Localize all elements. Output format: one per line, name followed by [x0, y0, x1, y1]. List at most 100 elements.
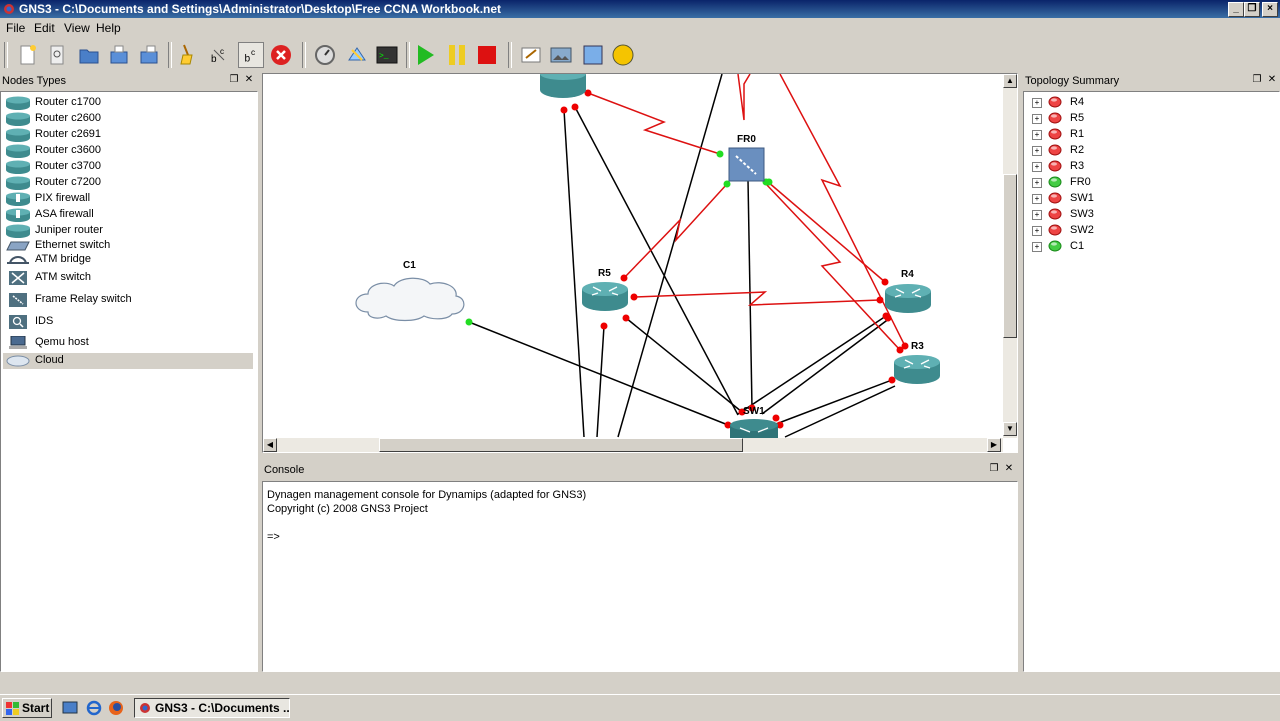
menu-help[interactable]: Help	[96, 21, 121, 35]
expand-plus-icon[interactable]: +	[1032, 226, 1042, 236]
stop-icon[interactable]	[474, 42, 500, 68]
node-type-item[interactable]: ATM bridge	[3, 252, 253, 268]
frame-relay-switch-fr0-icon[interactable]	[728, 147, 765, 182]
draw-ellipse-icon[interactable]	[610, 42, 636, 68]
start-button[interactable]: Start	[2, 698, 52, 718]
topology-node-item[interactable]: +C1	[1032, 239, 1272, 255]
expand-plus-icon[interactable]: +	[1032, 242, 1042, 252]
close-window-button[interactable]: ×	[1262, 2, 1278, 17]
node-type-item[interactable]: Ethernet switch	[3, 238, 253, 254]
menu-edit[interactable]: Edit	[34, 21, 55, 35]
topology-node-item[interactable]: +R4	[1032, 95, 1272, 111]
sw1-label: SW1	[743, 406, 765, 417]
draw-rectangle-icon[interactable]	[580, 42, 606, 68]
save-icon[interactable]	[106, 42, 132, 68]
node-type-item[interactable]: Router c3600	[3, 143, 253, 159]
router-icon	[6, 112, 30, 126]
vertical-scrollbar[interactable]: ▲ ▼	[1003, 74, 1017, 438]
minimize-button[interactable]: _	[1228, 2, 1244, 17]
suspend-pause-icon[interactable]	[444, 42, 470, 68]
close-panel-icon[interactable]: ✕	[1267, 74, 1277, 85]
expand-plus-icon[interactable]: +	[1032, 114, 1042, 124]
node-type-item[interactable]: PIX firewall	[3, 191, 253, 207]
console-title: Console	[264, 464, 305, 476]
firefox-icon[interactable]	[108, 700, 124, 716]
router-r5-icon[interactable]	[582, 282, 628, 311]
node-type-item[interactable]: ASA firewall	[3, 207, 253, 223]
topology-node-item[interactable]: +SW1	[1032, 191, 1272, 207]
open-preview-icon[interactable]	[44, 42, 70, 68]
windows-logo-icon	[6, 702, 19, 715]
node-type-item[interactable]: Cloud	[3, 353, 253, 369]
cloud-c1-icon[interactable]	[355, 277, 465, 322]
restore-button[interactable]: ❐	[1244, 2, 1260, 17]
expand-plus-icon[interactable]: +	[1032, 98, 1042, 108]
design-mode-icon[interactable]	[344, 42, 370, 68]
node-type-item[interactable]: Router c1700	[3, 95, 253, 111]
node-type-item[interactable]: Router c2600	[3, 111, 253, 127]
router-r4-icon[interactable]	[885, 284, 931, 313]
router-r3-icon[interactable]	[894, 355, 940, 384]
open-folder-icon[interactable]	[76, 42, 102, 68]
scroll-right-icon[interactable]: ▶	[987, 438, 1001, 452]
topology-node-item[interactable]: +SW3	[1032, 207, 1272, 223]
new-file-icon[interactable]	[14, 42, 40, 68]
show-interface-names-icon[interactable]: bc	[206, 42, 232, 68]
start-play-icon[interactable]	[412, 42, 438, 68]
internet-explorer-icon[interactable]	[86, 700, 102, 716]
node-type-item[interactable]: Router c2691	[3, 127, 253, 143]
horizontal-scroll-thumb[interactable]	[379, 438, 743, 452]
node-type-item[interactable]: ATM switch	[3, 270, 253, 286]
computer-icon	[9, 336, 27, 349]
close-panel-icon[interactable]: ✕	[1004, 463, 1014, 474]
clear-broom-icon[interactable]	[174, 42, 200, 68]
router-r1-icon[interactable]	[540, 74, 586, 98]
stop-capture-icon[interactable]	[268, 42, 294, 68]
horizontal-scrollbar[interactable]: ◀ ▶	[263, 438, 1003, 452]
topology-node-item[interactable]: +R5	[1032, 111, 1272, 127]
node-type-item[interactable]: Qemu host	[3, 335, 253, 351]
topology-node-item[interactable]: +R1	[1032, 127, 1272, 143]
node-type-item[interactable]: Juniper router	[3, 223, 253, 239]
expand-plus-icon[interactable]: +	[1032, 194, 1042, 204]
show-hostnames-icon[interactable]: bc	[238, 42, 264, 68]
scroll-up-icon[interactable]: ▲	[1003, 74, 1017, 88]
menu-file[interactable]: File	[6, 21, 26, 35]
node-type-item[interactable]: Frame Relay switch	[3, 292, 253, 308]
node-type-item[interactable]: Router c3700	[3, 159, 253, 175]
insert-picture-icon[interactable]	[548, 42, 574, 68]
scroll-down-icon[interactable]: ▼	[1003, 422, 1017, 436]
close-panel-icon[interactable]: ✕	[244, 74, 254, 85]
topology-node-item[interactable]: +SW2	[1032, 223, 1272, 239]
save-as-icon[interactable]	[136, 42, 162, 68]
expand-plus-icon[interactable]: +	[1032, 162, 1042, 172]
topology-node-item[interactable]: +R2	[1032, 143, 1272, 159]
menu-view[interactable]: View	[64, 21, 90, 35]
title-bar[interactable]: GNS3 - C:\Documents and Settings\Adminis…	[0, 0, 1280, 18]
topology-summary-tree[interactable]: +R4+R5+R1+R2+R3+FR0+SW1+SW3+SW2+C1	[1023, 91, 1280, 672]
console-output[interactable]: Dynagen management console for Dynamips …	[262, 481, 1018, 672]
float-panel-icon[interactable]: ❐	[1252, 74, 1262, 85]
expand-plus-icon[interactable]: +	[1032, 146, 1042, 156]
topology-graph[interactable]: FR0 R5 R4 R3 C1	[263, 74, 1003, 438]
topology-node-item[interactable]: +FR0	[1032, 175, 1272, 191]
taskbar-gns3-button[interactable]: GNS3 - C:\Documents ...	[134, 698, 290, 718]
scroll-left-icon[interactable]: ◀	[263, 438, 277, 452]
expand-plus-icon[interactable]: +	[1032, 130, 1042, 140]
node-type-item[interactable]: Router c7200	[3, 175, 253, 191]
console-terminal-icon[interactable]: >_	[374, 42, 400, 68]
console-prompt[interactable]: =>	[267, 531, 280, 543]
topology-node-item[interactable]: +R3	[1032, 159, 1272, 175]
switch-sw1-icon[interactable]	[730, 419, 778, 438]
add-note-icon[interactable]	[518, 42, 544, 68]
dynamips-clock-icon[interactable]	[312, 42, 338, 68]
float-panel-icon[interactable]: ❐	[229, 74, 239, 85]
vertical-scroll-thumb[interactable]	[1003, 174, 1017, 338]
node-type-item[interactable]: IDS	[3, 314, 253, 330]
show-desktop-icon[interactable]	[62, 700, 78, 716]
float-panel-icon[interactable]: ❐	[989, 463, 999, 474]
topology-canvas[interactable]: FR0 R5 R4 R3 C1	[262, 73, 1018, 453]
expand-plus-icon[interactable]: +	[1032, 178, 1042, 188]
expand-plus-icon[interactable]: +	[1032, 210, 1042, 220]
